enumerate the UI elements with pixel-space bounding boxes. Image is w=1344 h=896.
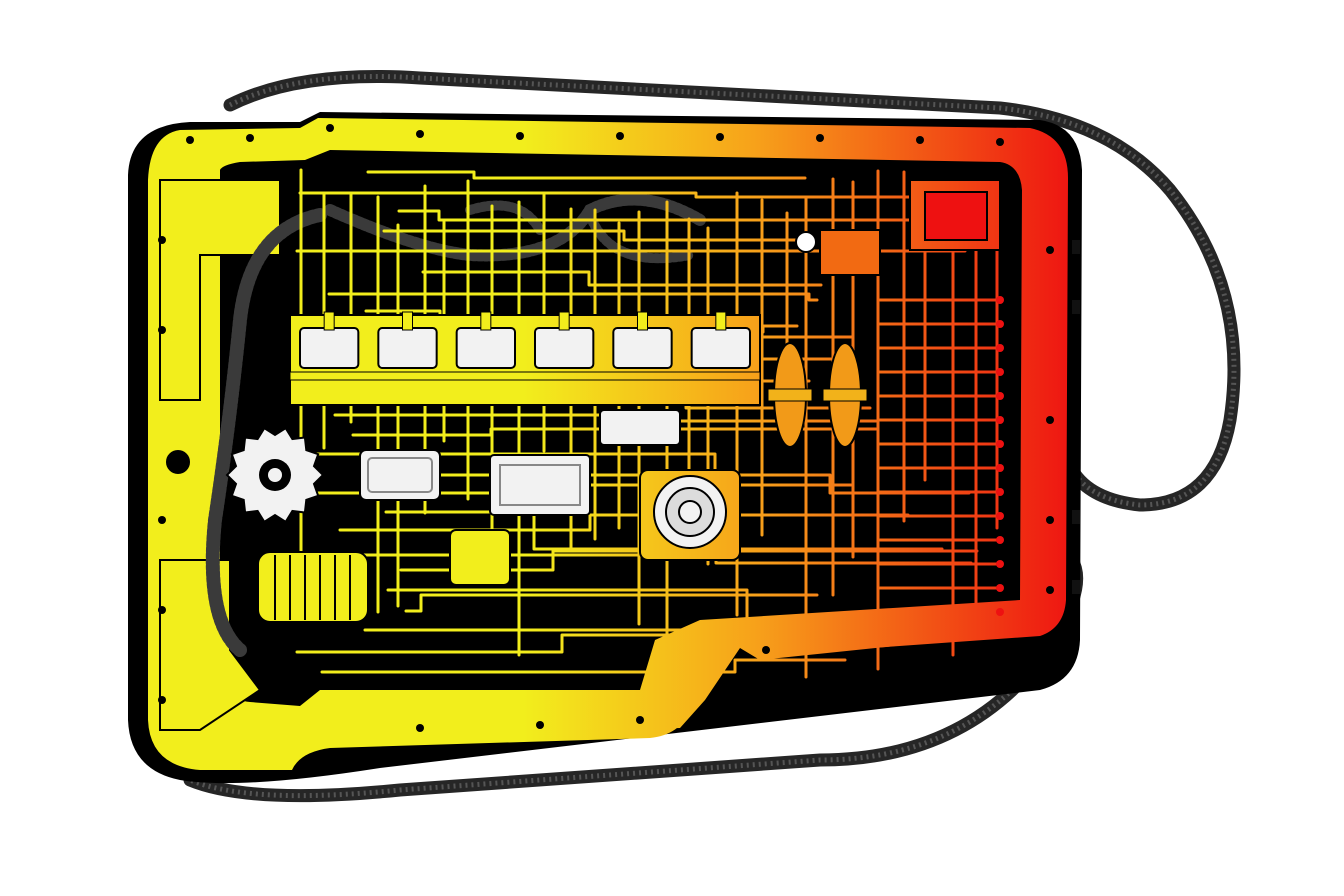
trace-pad [996,416,1004,424]
trace [363,616,964,632]
mounting-hole [1046,416,1054,424]
left-panel [159,179,281,731]
injector [402,311,413,331]
control-module-center [489,454,591,516]
cylinder-head [289,311,761,406]
mounting-holes [158,124,1054,732]
trace [327,292,819,302]
timing-gear [225,426,325,524]
mounting-hole [816,134,824,142]
mounting-hole [1046,586,1054,594]
control-module-left [359,449,441,501]
right-brackets [1072,240,1080,594]
cylinder [455,327,516,369]
mounting-hole [158,606,166,614]
modules [257,409,741,623]
mounting-hole [158,326,166,334]
lower-band [300,610,1030,740]
mounting-hole [226,516,234,524]
mounting-hole [326,124,334,132]
mounting-hole [1046,516,1054,524]
trace [382,229,816,242]
trace [386,588,935,624]
trace-pad [996,296,1004,304]
starter-unit [599,409,681,446]
injector [480,311,492,331]
sensor-block [795,179,1001,276]
pump-housing [449,529,511,586]
trace [366,170,807,180]
trace-pad [996,464,1004,472]
mounting-hole [246,134,254,142]
bearing-disc [653,475,727,549]
gear-axle [268,468,282,482]
pulleys [767,342,868,448]
alternator [257,551,369,623]
mounting-hole [916,136,924,144]
mounting-hole [416,130,424,138]
trace-pad [996,392,1004,400]
cylinder [377,327,438,369]
mounting-hole [536,721,544,729]
mounting-hole [516,132,524,140]
mounting-hole [186,136,194,144]
pulley-shaft [767,388,813,402]
injector [715,311,727,331]
trace-pad [996,584,1004,592]
injector [323,311,335,331]
cylinder [612,327,673,369]
mounting-hole [158,516,166,524]
trace-pad [996,368,1004,376]
trace-pad [996,512,1004,520]
trace-pad [996,344,1004,352]
trace-pad [996,320,1004,328]
injector [637,311,648,331]
cylinder [299,327,360,369]
trace [295,633,843,654]
mounting-hole [762,646,770,654]
mounting-hole [1046,246,1054,254]
trace [320,658,847,674]
heat-frame [148,118,1068,770]
trace-pad [996,536,1004,544]
mounting-hole [158,696,166,704]
mounting-hole [158,236,166,244]
mounting-hole [996,138,1004,146]
injector [558,311,570,331]
trace-pad [996,560,1004,568]
mounting-hole [236,408,244,416]
trace-pad [996,608,1004,616]
pulley-shaft [822,388,868,402]
mounting-hole [636,716,644,724]
trace [397,209,926,222]
trace [404,593,819,613]
cylinder [534,327,595,369]
cylinders [299,311,752,369]
cylinder [690,327,752,369]
trace [421,270,823,287]
trace-pad [996,488,1004,496]
mounting-hole [716,133,724,141]
trace-pad [996,440,1004,448]
mounting-hole [616,132,624,140]
mounting-hole [416,724,424,732]
